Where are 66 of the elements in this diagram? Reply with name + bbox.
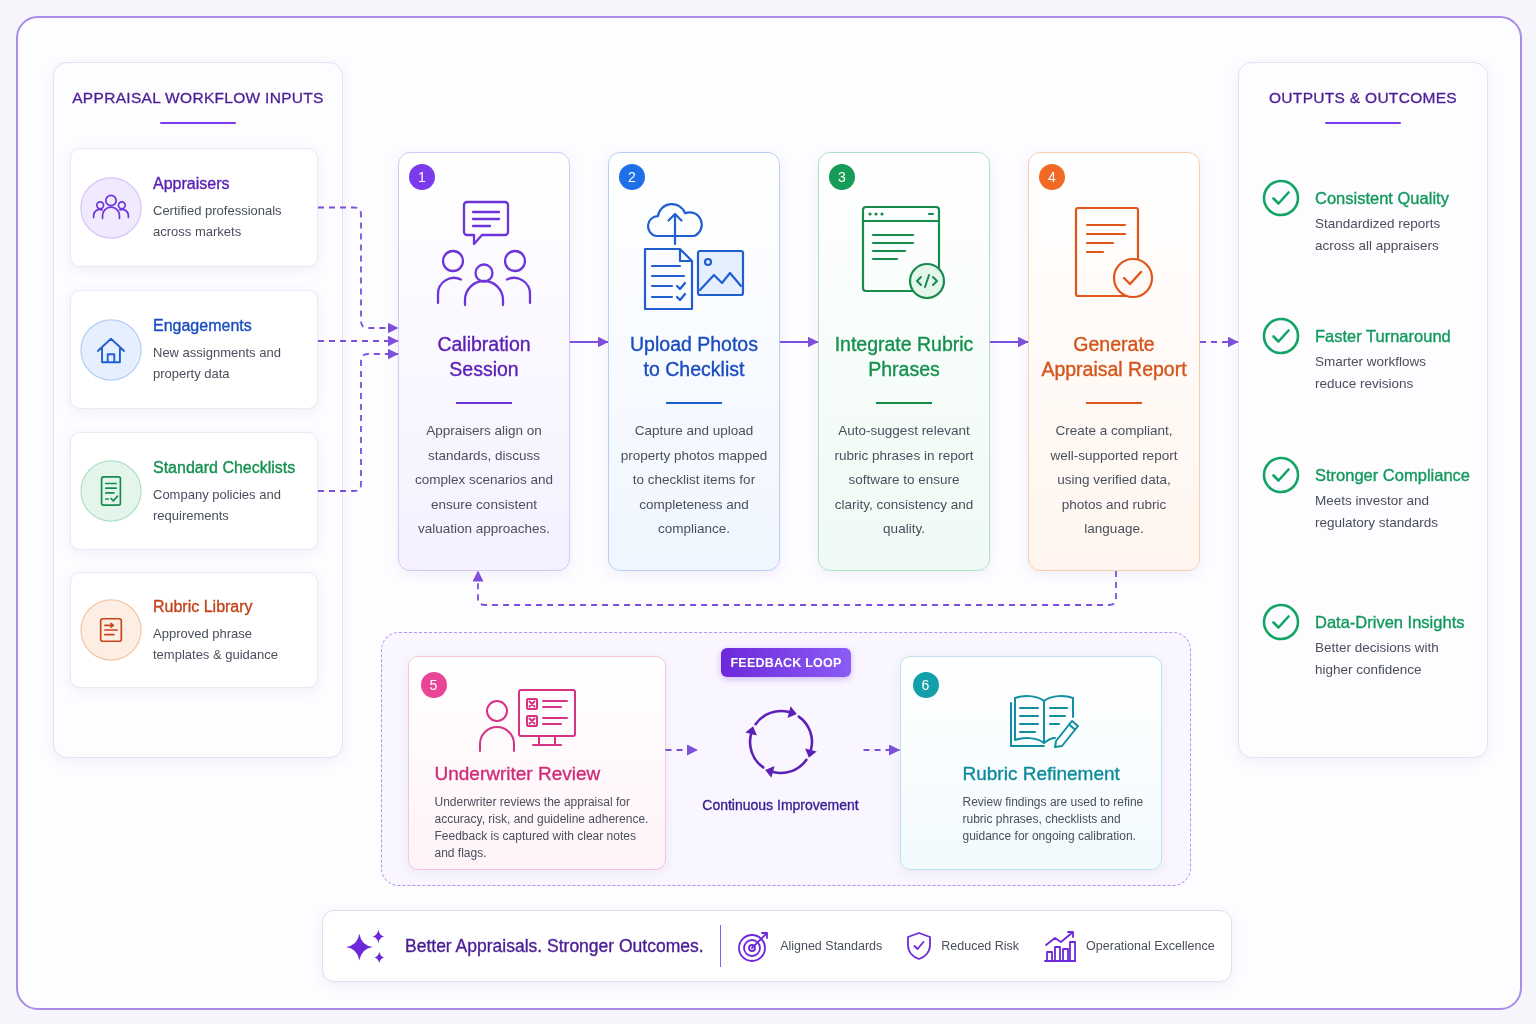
card-description: Certified professionals across markets	[153, 202, 283, 241]
tagline: Better Appraisals. Stronger Outcomes.	[405, 935, 704, 957]
card-description: Company policies and requirements	[153, 485, 282, 525]
step-number-badge: 5	[420, 671, 447, 698]
arrow	[569, 336, 609, 348]
panel-heading: OUTPUTS & OUTCOMES	[1269, 88, 1457, 108]
input-card	[70, 572, 318, 688]
step-title: Integrate Rubric Phrases	[833, 332, 975, 382]
dashed-arrow	[317, 335, 399, 347]
dashed-arrow	[1199, 336, 1239, 348]
card-title: Standard Checklists	[153, 457, 296, 478]
step-description: Appraisers align on standards, discuss complex scenarios and ensure consistent valuation approaches.	[413, 422, 555, 538]
input-card	[70, 290, 318, 409]
step-title: Upload Photos to Checklist	[629, 332, 759, 382]
card-title: Appraisers	[153, 174, 230, 194]
outcome-description: Smarter workflows reduce revisions	[1315, 353, 1428, 393]
card-title: Underwriter Review	[434, 761, 601, 786]
step-number-badge: 2	[619, 164, 645, 190]
card-title: Rubric Library	[153, 596, 253, 617]
dashed-arrow	[317, 206, 399, 334]
step-number-badge: 3	[829, 164, 855, 190]
step-card	[608, 152, 780, 571]
step-description: Capture and upload property photos mapped to checklist items for completeness and compliance.	[620, 422, 768, 538]
feedback-loop-tag: FEEDBACK LOOP	[720, 648, 852, 677]
step-title: Generate Appraisal Report	[1040, 332, 1188, 382]
step-number-badge: 1	[409, 164, 435, 190]
feedback-loop-area	[381, 632, 1191, 886]
card-description: Underwriter reviews the appraisal for accuracy, risk, and guideline adherence. Feedback is captured with clear notes and flags.	[434, 793, 650, 862]
card-description: New assignments and property data	[153, 344, 282, 383]
step-number-badge: 6	[912, 671, 939, 698]
step-title: Calibration Session	[436, 332, 532, 382]
outcomes-panel	[1238, 62, 1488, 758]
outcome-description: Standardized reports across all appraisers	[1315, 215, 1442, 255]
panel-heading: APPRAISAL WORKFLOW INPUTS	[72, 88, 324, 108]
summary-bar	[322, 910, 1232, 982]
dashed-arrow	[317, 348, 399, 492]
outcome-title: Consistent Quality	[1315, 188, 1449, 209]
outcome-description: Meets investor and regulatory standards	[1315, 492, 1440, 532]
card-title: Engagements	[153, 316, 252, 336]
card-description: Approved phrase templates & guidance	[153, 624, 280, 664]
outcome-title: Data-Driven Insights	[1315, 612, 1465, 633]
step-description: Auto-suggest relevant rubric phrases in report software to ensure clarity, consistency and quality.	[833, 422, 975, 538]
arrow	[779, 336, 819, 348]
feedback-card	[407, 655, 666, 870]
feedback-card	[899, 655, 1162, 870]
step-number-badge: 4	[1039, 164, 1065, 190]
dashed-arrow	[862, 744, 901, 756]
step-card	[398, 152, 570, 571]
outcome-description: Better decisions with higher confidence	[1315, 639, 1440, 679]
dashed-arrow	[472, 570, 1117, 606]
cycle-caption: Continuous Improvement	[702, 795, 859, 815]
benefit-label: Aligned Standards	[780, 938, 883, 954]
dashed-arrow	[664, 744, 699, 756]
card-title: Rubric Refinement	[962, 761, 1120, 786]
step-description: Create a compliant, well-supported report using verified data, photos and rubric language.	[1049, 422, 1179, 538]
input-card	[70, 432, 318, 550]
arrow	[989, 336, 1029, 348]
benefit-label: Operational Excellence	[1086, 938, 1215, 954]
outcome-title: Faster Turnaround	[1315, 326, 1451, 347]
benefit-label: Reduced Risk	[941, 938, 1020, 954]
outcome-title: Stronger Compliance	[1315, 465, 1470, 486]
input-panel	[53, 62, 343, 758]
step-card	[818, 152, 990, 571]
input-card	[70, 148, 318, 267]
card-description: Review findings are used to refine rubric phrases, checklists and guidance for ongoing calibration.	[962, 793, 1145, 845]
step-card	[1028, 152, 1200, 571]
